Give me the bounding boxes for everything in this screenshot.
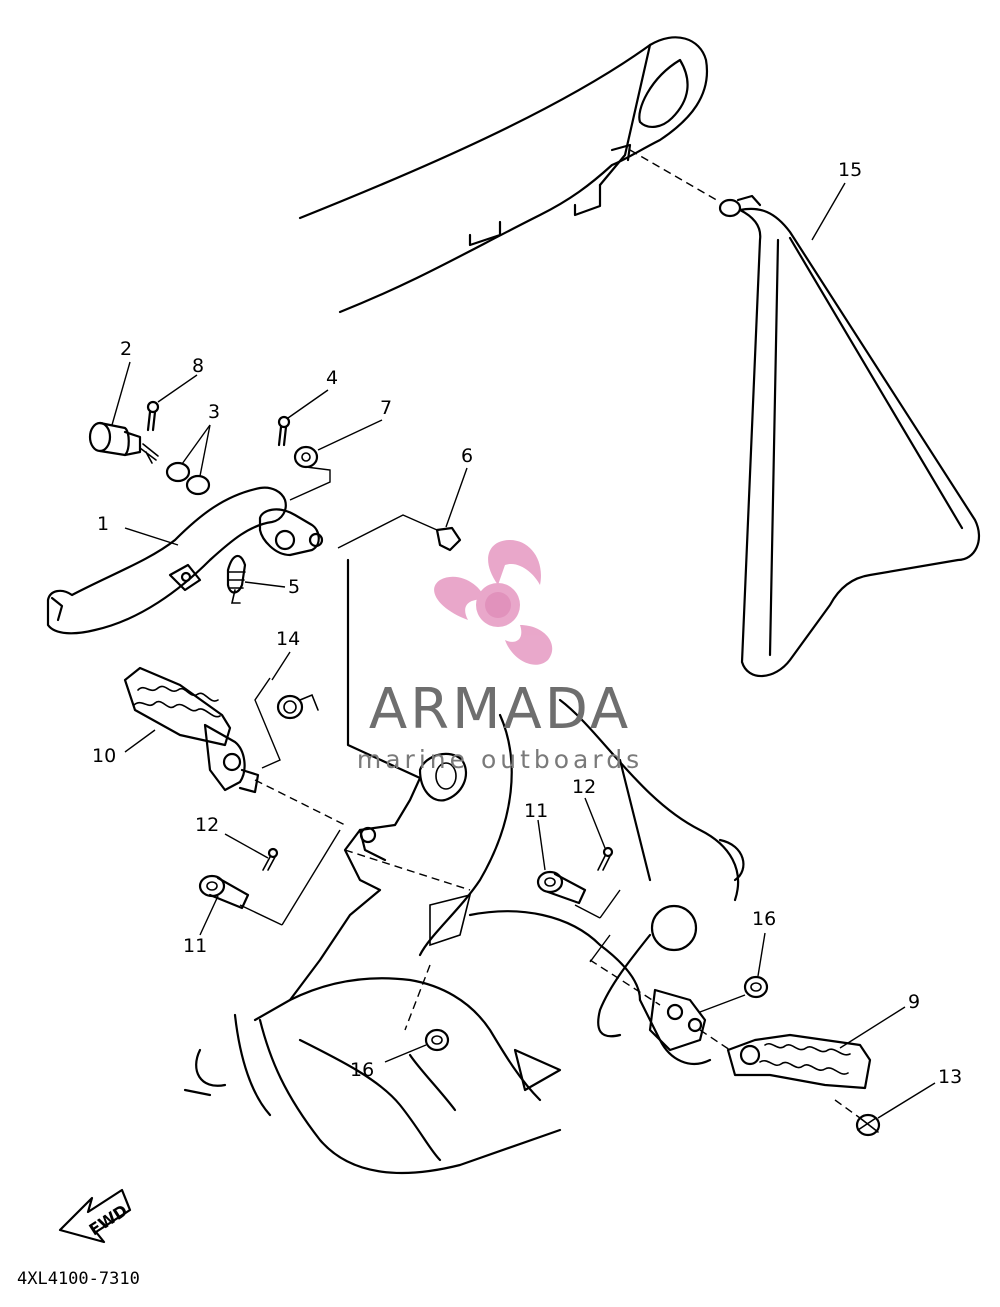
- callout-11-right: 11: [524, 800, 548, 822]
- watermark-tagline: marine outboards: [357, 745, 643, 774]
- part-9-footrest: [648, 988, 872, 1090]
- callout-leaders: [111, 182, 936, 1119]
- callout-6: 6: [461, 445, 473, 467]
- callout-9: 9: [908, 991, 920, 1013]
- callout-15: 15: [838, 159, 862, 181]
- part-8-cotter-pin: [146, 400, 160, 432]
- part-15-side-stand: [718, 194, 981, 678]
- callout-5: 5: [288, 576, 300, 598]
- part-12-cotter-left: [262, 847, 279, 871]
- part-13-clip: [855, 1113, 881, 1137]
- seat-fender-outline: [298, 36, 709, 314]
- part-7-washer: [289, 445, 331, 501]
- callout-7: 7: [380, 397, 392, 419]
- callout-1: 1: [97, 513, 109, 535]
- part-16-collar-right: [743, 975, 769, 999]
- part-11-pin-right: [536, 870, 587, 905]
- callout-16-right: 16: [752, 908, 776, 930]
- watermark-brand: ARMADA: [369, 677, 631, 742]
- callout-11-left: 11: [183, 935, 207, 957]
- part-3-o-rings: [165, 461, 211, 496]
- callout-14: 14: [276, 628, 300, 650]
- callout-16-lower: 16: [350, 1059, 374, 1081]
- callout-13: 13: [938, 1066, 962, 1088]
- part-5-spring: [226, 554, 247, 604]
- frame-outline: [183, 558, 745, 1174]
- part-2-pivot-shaft: [88, 421, 159, 464]
- callout-12-right: 12: [572, 776, 596, 798]
- part-code: 4XL4100-7310: [17, 1269, 140, 1289]
- callout-4: 4: [326, 367, 338, 389]
- part-11-pin-left: [198, 874, 250, 910]
- fwd-arrow-icon: FWD: [58, 1188, 132, 1244]
- part-4-cotter-pin: [277, 415, 291, 447]
- fwd-label: FWD: [86, 1201, 131, 1240]
- leader-15-dash: [629, 149, 721, 203]
- part-6-pin: [337, 514, 462, 552]
- callout-10: 10: [92, 745, 116, 767]
- connector-lines: [239, 779, 861, 1119]
- callout-2: 2: [120, 338, 132, 360]
- part-10-footrest: [123, 666, 260, 794]
- part-16-collar-lower: [424, 1028, 450, 1052]
- callout-3: 3: [208, 401, 220, 423]
- callout-8: 8: [192, 355, 204, 377]
- part-1-brake-pedal: [46, 486, 324, 635]
- part-14-spring: [254, 677, 319, 769]
- callout-12-left: 12: [195, 814, 219, 836]
- part-12-cotter-right: [597, 846, 614, 871]
- armada-propeller-logo: [434, 540, 553, 665]
